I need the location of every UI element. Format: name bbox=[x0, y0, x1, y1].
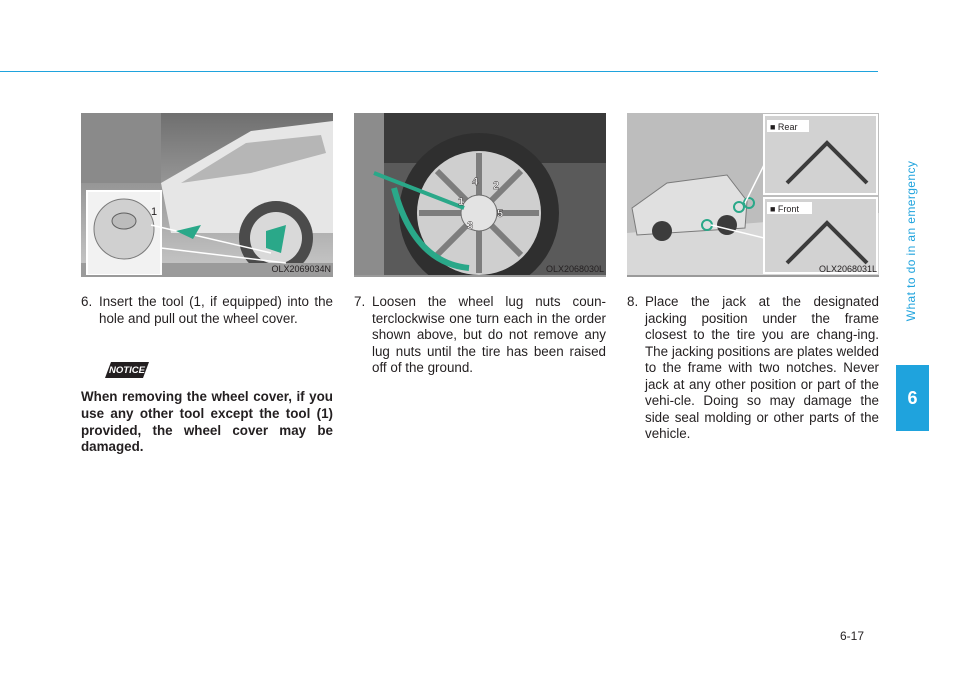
figure2-code: OLX2068030L bbox=[545, 264, 604, 274]
chapter-side-title: What to do in an emergency bbox=[896, 0, 926, 360]
step-7: 7. Loosen the wheel lug nuts coun-terclo… bbox=[354, 294, 606, 377]
page-number: 6-17 bbox=[840, 629, 865, 643]
notice-label: NOTICE bbox=[109, 364, 145, 376]
step-number: 8. bbox=[627, 294, 639, 309]
step-text: Place the jack at the designated jacking… bbox=[645, 294, 879, 441]
figure1-callout: 1 bbox=[151, 206, 157, 218]
figure-wheel-cover-tool: 1 OLX2069034N bbox=[81, 113, 333, 275]
figure3-code: OLX2068031L bbox=[818, 264, 877, 274]
step-number: 6. bbox=[81, 294, 93, 309]
chapter-title-text: What to do in an emergency bbox=[904, 160, 918, 322]
lug-nut-label-4: 4 bbox=[472, 176, 479, 188]
step-text: Loosen the wheel lug nuts coun-terclockw… bbox=[372, 294, 606, 375]
figure1-code: OLX2069034N bbox=[271, 264, 331, 274]
lug-nut-label-1: 1 bbox=[458, 196, 464, 208]
step-6: 6. Insert the tool (1, if equipped) into… bbox=[81, 294, 333, 327]
step-text: Insert the tool (1, if equipped) into th… bbox=[99, 294, 333, 326]
notice-text: When removing the wheel cover, if you us… bbox=[81, 389, 333, 455]
step-number: 7. bbox=[354, 294, 366, 309]
notice-badge: NOTICE bbox=[105, 362, 149, 378]
lug-nut-illustration: 1 2 3 4 5 bbox=[354, 113, 606, 275]
wheel-cover-illustration: 1 bbox=[81, 113, 333, 275]
step-8: 8. Place the jack at the designated jack… bbox=[627, 294, 879, 443]
figure3-bar bbox=[627, 275, 879, 277]
chapter-number-tab: 6 bbox=[896, 365, 929, 431]
figure2-bar bbox=[354, 275, 606, 277]
figure1-bar bbox=[81, 275, 333, 277]
figure-lug-nut-order: 1 2 3 4 5 OLX2068030L bbox=[354, 113, 606, 275]
header-rule bbox=[0, 71, 878, 72]
rear-label: ■ Rear bbox=[770, 122, 797, 132]
lug-nut-label-2: 2 bbox=[493, 180, 499, 192]
lug-nut-label-5: 5 bbox=[497, 208, 503, 220]
lug-nut-label-3: 3 bbox=[467, 220, 473, 232]
chapter-number: 6 bbox=[907, 387, 918, 408]
figure-jacking-positions: ■ Rear ■ Front OLX2068031L bbox=[627, 113, 879, 275]
jacking-illustration: ■ Rear ■ Front bbox=[627, 113, 879, 275]
front-label: ■ Front bbox=[770, 204, 799, 214]
